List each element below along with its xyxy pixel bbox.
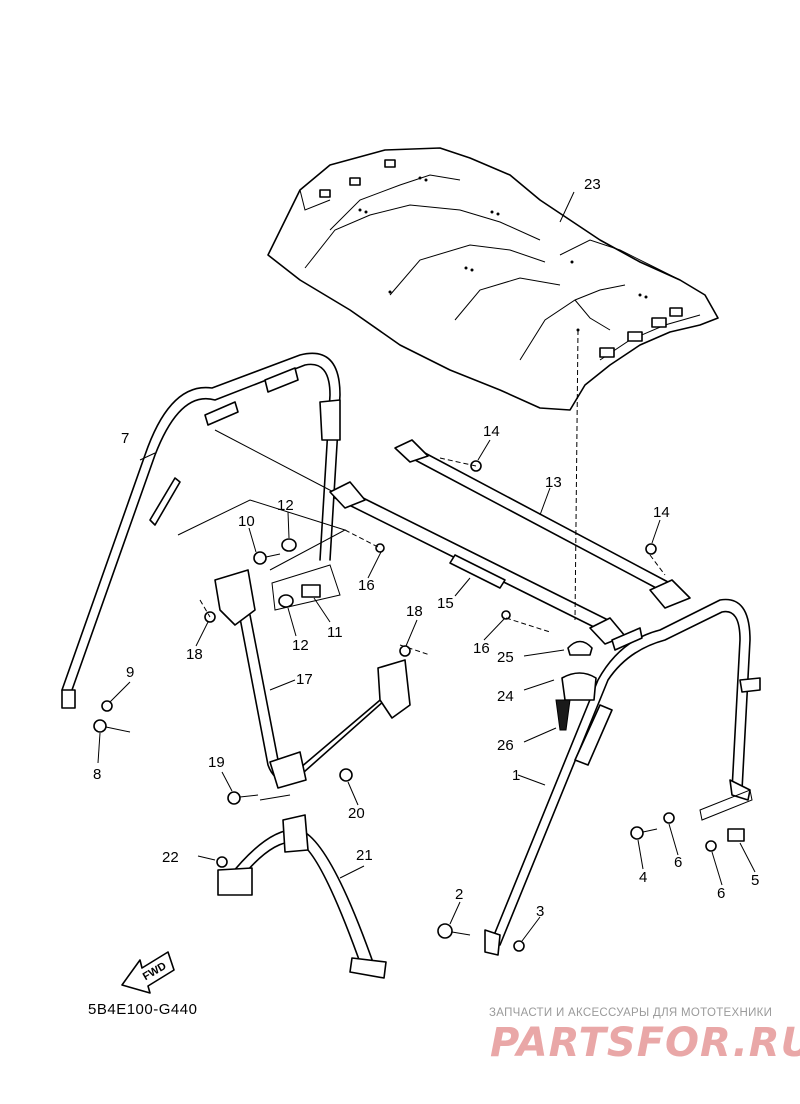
callout-15: 15 <box>437 595 454 612</box>
fwd-arrow-icon: FWD <box>121 951 175 994</box>
callout-10: 10 <box>238 513 255 530</box>
lower-mount <box>217 814 387 979</box>
front-brace <box>214 569 411 789</box>
callout-6a: 6 <box>674 854 682 871</box>
diagram-code: 5B4E100-G440 <box>88 1001 198 1018</box>
callout-3: 3 <box>536 903 544 920</box>
callout-12b: 12 <box>292 637 309 654</box>
callout-11: 11 <box>327 624 343 641</box>
callout-17: 17 <box>296 671 313 688</box>
callout-21: 21 <box>356 847 373 864</box>
fastener-group <box>93 460 745 952</box>
callout-6b: 6 <box>717 885 725 902</box>
callout-14b: 14 <box>653 504 670 521</box>
cross-tube-lower <box>329 481 626 645</box>
roll-bar-rear-left <box>61 352 341 709</box>
callout-2: 2 <box>455 886 463 903</box>
callout-18a: 18 <box>186 646 203 663</box>
callout-18b: 18 <box>406 603 423 620</box>
callout-20: 20 <box>348 805 365 822</box>
callout-16a: 16 <box>358 577 375 594</box>
callout-labels: 1 2 3 4 5 6 6 7 8 9 10 11 12 12 13 14 14… <box>93 176 759 920</box>
callout-5: 5 <box>751 872 759 889</box>
callout-9: 9 <box>126 664 134 681</box>
callout-8: 8 <box>93 766 101 783</box>
callout-12a: 12 <box>277 497 294 514</box>
callout-25: 25 <box>497 649 514 666</box>
cross-tube-upper <box>394 439 691 609</box>
callout-22: 22 <box>162 849 179 866</box>
callout-24: 24 <box>497 688 514 705</box>
leader-7 <box>139 452 156 461</box>
guide-line-7 <box>214 429 346 499</box>
callout-14a: 14 <box>483 423 500 440</box>
roof-mount-guide <box>574 329 579 621</box>
assembly-guides <box>177 457 753 821</box>
roll-bar-front-right <box>484 598 761 956</box>
watermark-caption: ЗАПЧАСТИ И АКСЕССУАРЫ ДЛЯ МОТОТЕХНИКИ <box>489 1007 773 1019</box>
callout-26: 26 <box>497 737 514 754</box>
callout-16b: 16 <box>473 640 490 657</box>
roof-panel <box>267 147 719 411</box>
callout-7: 7 <box>121 430 129 447</box>
watermark-logo: PARTSFOR.RU <box>490 1020 800 1066</box>
callout-23: 23 <box>584 176 601 193</box>
callout-1: 1 <box>512 767 520 784</box>
leader-lines <box>97 191 756 942</box>
callout-19: 19 <box>208 754 225 771</box>
callout-4: 4 <box>639 869 647 886</box>
callout-13: 13 <box>545 474 562 491</box>
